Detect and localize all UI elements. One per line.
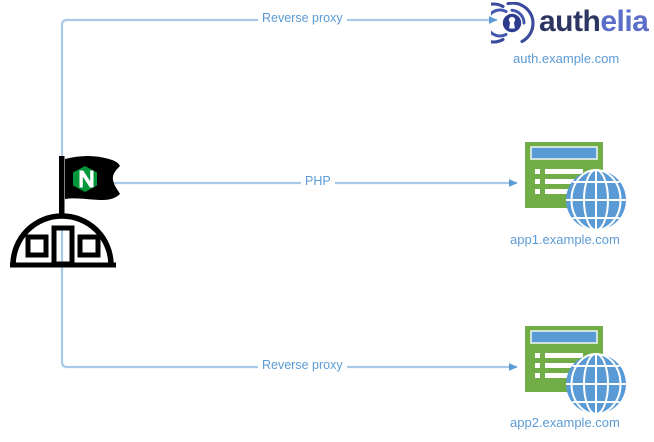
node-caption-app1: app1.example.com	[510, 232, 620, 247]
edge-label-reverse-proxy-app2: Reverse proxy	[258, 358, 347, 372]
authelia-wordmark: authelia	[539, 5, 649, 39]
web-server-globe-icon	[525, 142, 626, 231]
node-authelia[interactable]: authelia	[491, 0, 654, 46]
edge-label-reverse-proxy-auth: Reverse proxy	[258, 11, 347, 25]
node-nginx[interactable]	[8, 152, 126, 274]
edge-line-reverse-proxy-app2	[60, 230, 518, 371]
authelia-wordmark-part1: auth	[539, 5, 601, 38]
authelia-lock-icon	[491, 2, 535, 44]
web-server-globe-icon	[525, 326, 626, 415]
node-caption-auth: auth.example.com	[513, 51, 620, 66]
node-caption-app2: app2.example.com	[510, 415, 620, 430]
nginx-logo-icon	[10, 156, 120, 268]
node-app2[interactable]	[521, 322, 631, 420]
edge-label-php: PHP	[301, 174, 335, 188]
authelia-wordmark-part2: elia	[600, 5, 649, 38]
node-app1[interactable]	[521, 138, 631, 236]
edge-line-reverse-proxy-auth	[60, 16, 498, 200]
